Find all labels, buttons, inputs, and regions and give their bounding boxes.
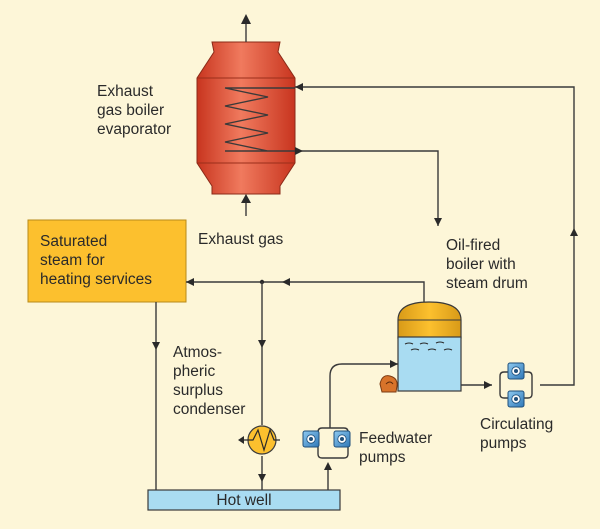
evaporator-label: Exhaust gas boiler evaporator (97, 83, 171, 138)
pump-icon (333, 430, 351, 448)
feedwater-pumps-label: Feedwater pumps (359, 430, 437, 466)
condenser-label: Atmos- pheric surplus condenser (173, 344, 245, 418)
exhaust-in-arrow (241, 194, 251, 216)
condenser-coil-icon (238, 425, 280, 455)
saturated-steam-box (27, 219, 187, 303)
circulating-pump-line (461, 371, 533, 399)
hot-well-tank (147, 489, 341, 511)
pump-icon (302, 430, 320, 448)
saturated-steam-label: Saturated steam for heating services (40, 233, 152, 288)
pump-icon (507, 390, 525, 408)
condensate-return-line (152, 302, 160, 490)
hot-well-label: Hot well (216, 492, 271, 509)
pump-icon (507, 362, 525, 380)
circulating-pumps-label: Circulating pumps (480, 416, 558, 452)
steam-supply-line (186, 278, 425, 302)
evaporator-steam-return-line (295, 147, 442, 226)
exhaust-gas-boiler-evaporator-icon (196, 41, 296, 195)
exhaust-gas-label: Exhaust gas (198, 231, 284, 248)
exhaust-out-arrow (241, 14, 251, 42)
oil-fired-boiler-icon (397, 301, 462, 392)
oil-fired-boiler-label: Oil-fired boiler with steam drum (446, 237, 528, 292)
burner-icon (379, 375, 398, 393)
circulating-water-line (295, 83, 578, 386)
condenser-line (258, 282, 266, 490)
